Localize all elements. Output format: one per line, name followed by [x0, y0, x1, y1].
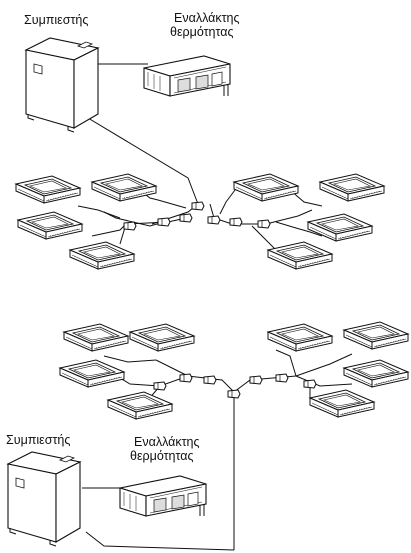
top-system: Συμπιεστής Εναλλάκτης θερμότητας: [15, 11, 385, 270]
top-compressor-label: Συμπιεστής: [24, 13, 88, 27]
top-branch-joint: [179, 213, 193, 223]
top-cassette-unit: [267, 241, 333, 270]
top-cassette-unit: [319, 173, 385, 202]
bottom-cassette-unit: [59, 359, 125, 388]
bottom-branch-joint: [275, 373, 289, 383]
bottom-system: Συμπιεστής Εναλλάκτης θερμότητας: [6, 321, 409, 551]
bottom-compressor-label: Συμπιεστής: [6, 433, 70, 447]
top-heat-exchanger: [143, 55, 231, 97]
top-cassette-unit: [233, 173, 299, 202]
top-exchanger-label-line1: Εναλλάκτης: [174, 11, 240, 25]
top-cassette-unit: [91, 173, 157, 202]
bottom-branch-joint: [203, 375, 217, 385]
top-branch-joint: [157, 217, 171, 227]
bottom-branch-joint: [227, 389, 241, 399]
bottom-exchanger-label-line1: Εναλλάκτης: [134, 435, 200, 449]
bottom-branch-joint: [249, 375, 263, 385]
bottom-cassette-unit: [129, 323, 195, 352]
top-branch-joint: [257, 219, 271, 229]
bottom-compressor: [7, 451, 81, 547]
top-compressor: [25, 37, 99, 133]
top-branch-joint: [123, 221, 137, 231]
bottom-exchanger-label-line2: θερμότητας: [130, 449, 194, 463]
bottom-cassette-unit: [343, 321, 409, 350]
top-branch-joint: [207, 215, 221, 225]
top-cassette-unit: [15, 175, 81, 204]
bottom-cassette-unit: [107, 391, 173, 420]
top-exchanger-label-line2: θερμότητας: [170, 25, 234, 39]
top-cassette-unit: [307, 213, 373, 242]
top-branch-joint: [191, 201, 205, 211]
bottom-branch-joint: [153, 381, 167, 391]
top-cassette-unit: [69, 241, 135, 270]
bottom-cassette-unit: [267, 323, 333, 352]
bottom-heat-exchanger: [119, 475, 207, 517]
bottom-cassette-unit: [63, 323, 129, 352]
bottom-branch-joint: [179, 373, 193, 383]
top-cassette-unit: [17, 211, 83, 240]
top-branch-joint: [229, 217, 243, 227]
bottom-cassette-unit: [309, 389, 375, 418]
bottom-cassette-unit: [343, 359, 409, 388]
bottom-branch-joint: [303, 379, 317, 389]
top-piping: [77, 63, 323, 251]
